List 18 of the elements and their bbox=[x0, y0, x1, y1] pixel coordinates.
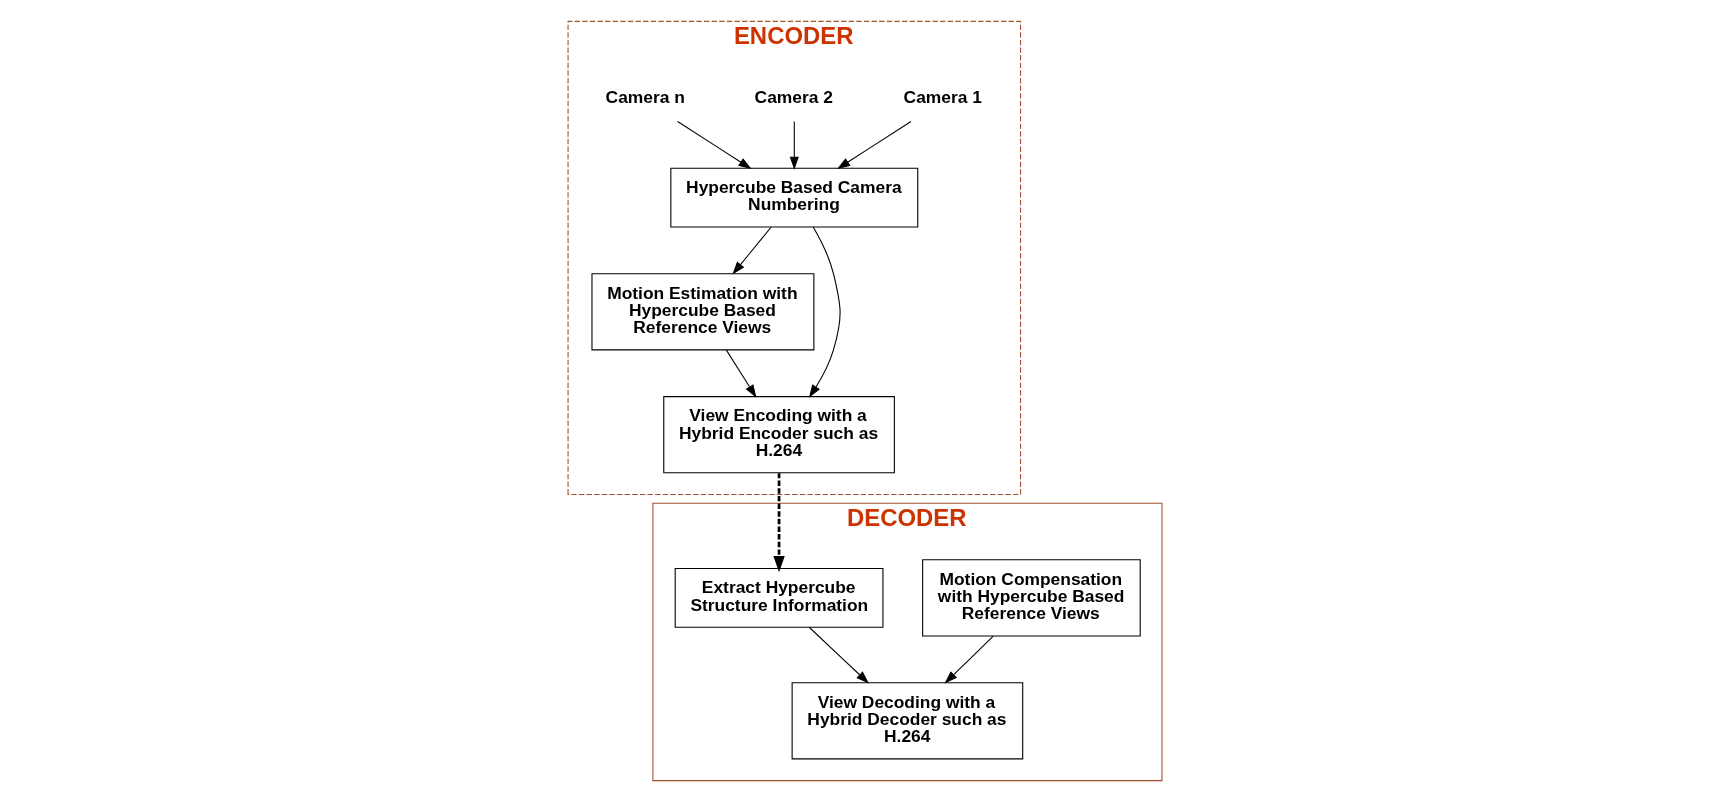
arrow bbox=[731, 226, 772, 275]
node-text: Camera n bbox=[605, 86, 685, 107]
node-box: Motion Estimation with Hypercube Based Reference Views bbox=[590, 273, 814, 351]
node-box: Motion Compensation with Hypercube Based Reference Views bbox=[921, 559, 1141, 637]
arrow bbox=[676, 121, 752, 170]
arrow bbox=[808, 226, 841, 398]
arrow bbox=[836, 121, 912, 170]
node-text: Camera 2 bbox=[754, 86, 833, 107]
node-box: View Decoding with a Hybrid Decoder such as H.264 bbox=[791, 682, 1023, 760]
node-box: Extract Hypercube Structure Information bbox=[674, 567, 883, 628]
node-box: View Encoding with a Hybrid Encoder such as H.264 bbox=[662, 396, 895, 474]
arrow bbox=[772, 473, 785, 573]
arrow bbox=[944, 635, 994, 684]
node-text: Camera 1 bbox=[903, 86, 982, 107]
arrow bbox=[725, 349, 756, 398]
arrow bbox=[789, 121, 799, 170]
arrow bbox=[808, 626, 869, 684]
node-box: Hypercube Based Camera Numbering bbox=[669, 167, 918, 228]
